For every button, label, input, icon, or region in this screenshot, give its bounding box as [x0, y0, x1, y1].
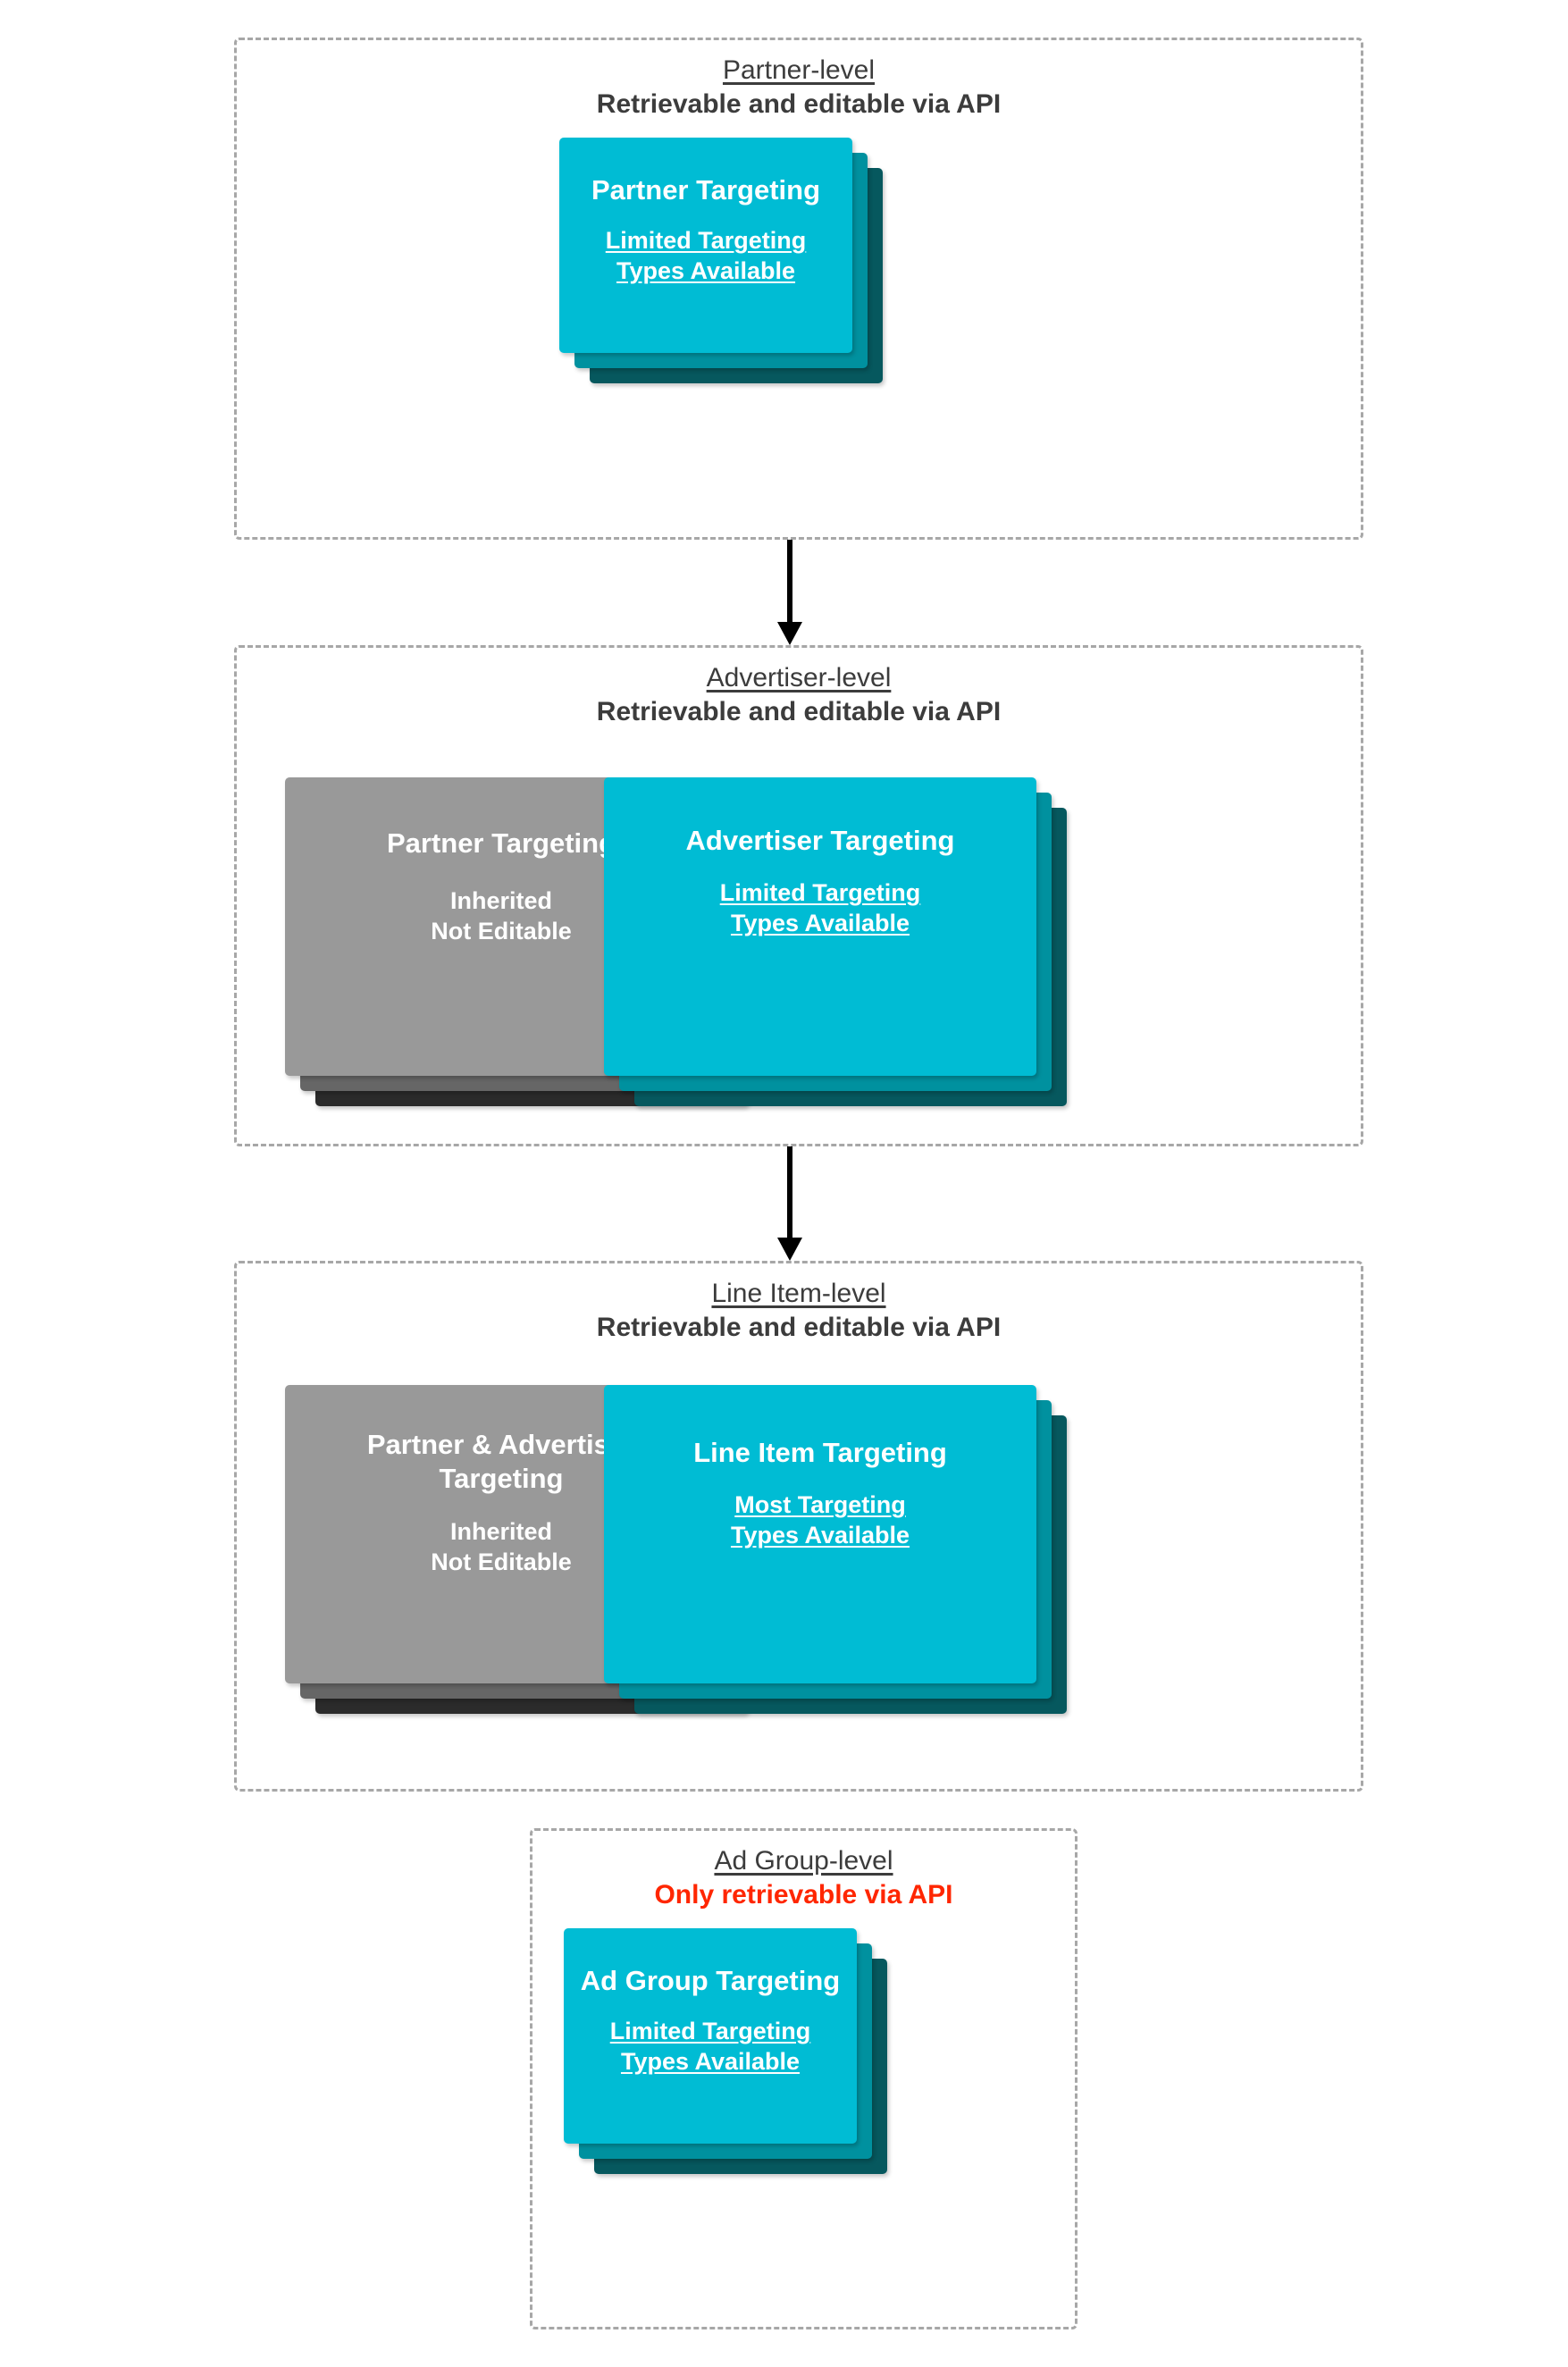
- level-container-advertiser: Advertiser-level Retrievable and editabl…: [234, 645, 1363, 1146]
- card-note-advertiser-targeting: Limited Targeting Types Available: [719, 879, 921, 937]
- connector-arrow-partner-to-advertiser: [772, 540, 808, 645]
- level-heading-lineitem: Line Item-level Retrievable and editable…: [237, 1278, 1361, 1345]
- card-stack-line-item-targeting[interactable]: Line Item Targeting Most Targeting Types…: [604, 1385, 1067, 1714]
- level-heading-adgroup: Ad Group-level Only retrievable via API: [532, 1845, 1075, 1912]
- card-title-line-item-targeting: Line Item Targeting: [693, 1437, 947, 1468]
- arrow-shaft: [787, 1146, 792, 1238]
- level-heading-advertiser: Advertiser-level Retrievable and editabl…: [237, 662, 1361, 729]
- level-container-partner: Partner-level Retrievable and editable v…: [234, 38, 1363, 540]
- card-stack-advertiser-targeting[interactable]: Advertiser Targeting Limited Targeting T…: [604, 777, 1067, 1106]
- card-title-ad-group-targeting: Ad Group Targeting: [580, 1965, 841, 1996]
- card-title-advertiser-targeting: Advertiser Targeting: [685, 825, 955, 856]
- card-layer-front: Partner Targeting Limited Targeting Type…: [559, 138, 852, 353]
- arrow-head-icon: [777, 1238, 802, 1261]
- card-note-inherited-partner-advertiser-targeting: Inherited Not Editable: [431, 1517, 572, 1575]
- card-layer-front: Ad Group Targeting Limited Targeting Typ…: [564, 1928, 857, 2144]
- level-title-advertiser: Advertiser-level: [706, 663, 892, 692]
- card-note-line-item-targeting: Most Targeting Types Available: [730, 1491, 910, 1549]
- arrow-shaft: [787, 540, 792, 622]
- card-title-inherited-partner-targeting: Partner Targeting: [386, 827, 616, 859]
- card-title-inherited-partner-advertiser-targeting: Partner & Advertiser Targeting: [366, 1429, 636, 1495]
- level-title-lineitem: Line Item-level: [711, 1279, 886, 1308]
- card-note-partner-targeting: Limited Targeting Types Available: [605, 227, 807, 285]
- level-title-adgroup: Ad Group-level: [714, 1846, 893, 1876]
- level-container-lineitem: Line Item-level Retrievable and editable…: [234, 1261, 1363, 1792]
- level-subtitle-advertiser: Retrievable and editable via API: [596, 697, 1002, 727]
- level-title-partner: Partner-level: [722, 55, 876, 85]
- arrow-head-icon: [777, 622, 802, 645]
- level-subtitle-adgroup: Only retrievable via API: [654, 1880, 953, 1910]
- card-title-partner-targeting: Partner Targeting: [591, 174, 821, 206]
- level-heading-partner: Partner-level Retrievable and editable v…: [237, 55, 1361, 122]
- card-note-ad-group-targeting: Limited Targeting Types Available: [609, 2018, 811, 2076]
- level-subtitle-lineitem: Retrievable and editable via API: [596, 1313, 1002, 1343]
- card-note-inherited-partner-targeting: Inherited Not Editable: [431, 887, 572, 945]
- level-container-adgroup: Ad Group-level Only retrievable via API …: [530, 1828, 1077, 2329]
- card-layer-front: Advertiser Targeting Limited Targeting T…: [604, 777, 1036, 1076]
- connector-arrow-advertiser-to-lineitem: [772, 1146, 808, 1261]
- card-stack-partner-targeting[interactable]: Partner Targeting Limited Targeting Type…: [559, 138, 883, 383]
- card-stack-ad-group-targeting[interactable]: Ad Group Targeting Limited Targeting Typ…: [564, 1928, 887, 2174]
- card-layer-front: Line Item Targeting Most Targeting Types…: [604, 1385, 1036, 1683]
- level-subtitle-partner: Retrievable and editable via API: [596, 89, 1002, 120]
